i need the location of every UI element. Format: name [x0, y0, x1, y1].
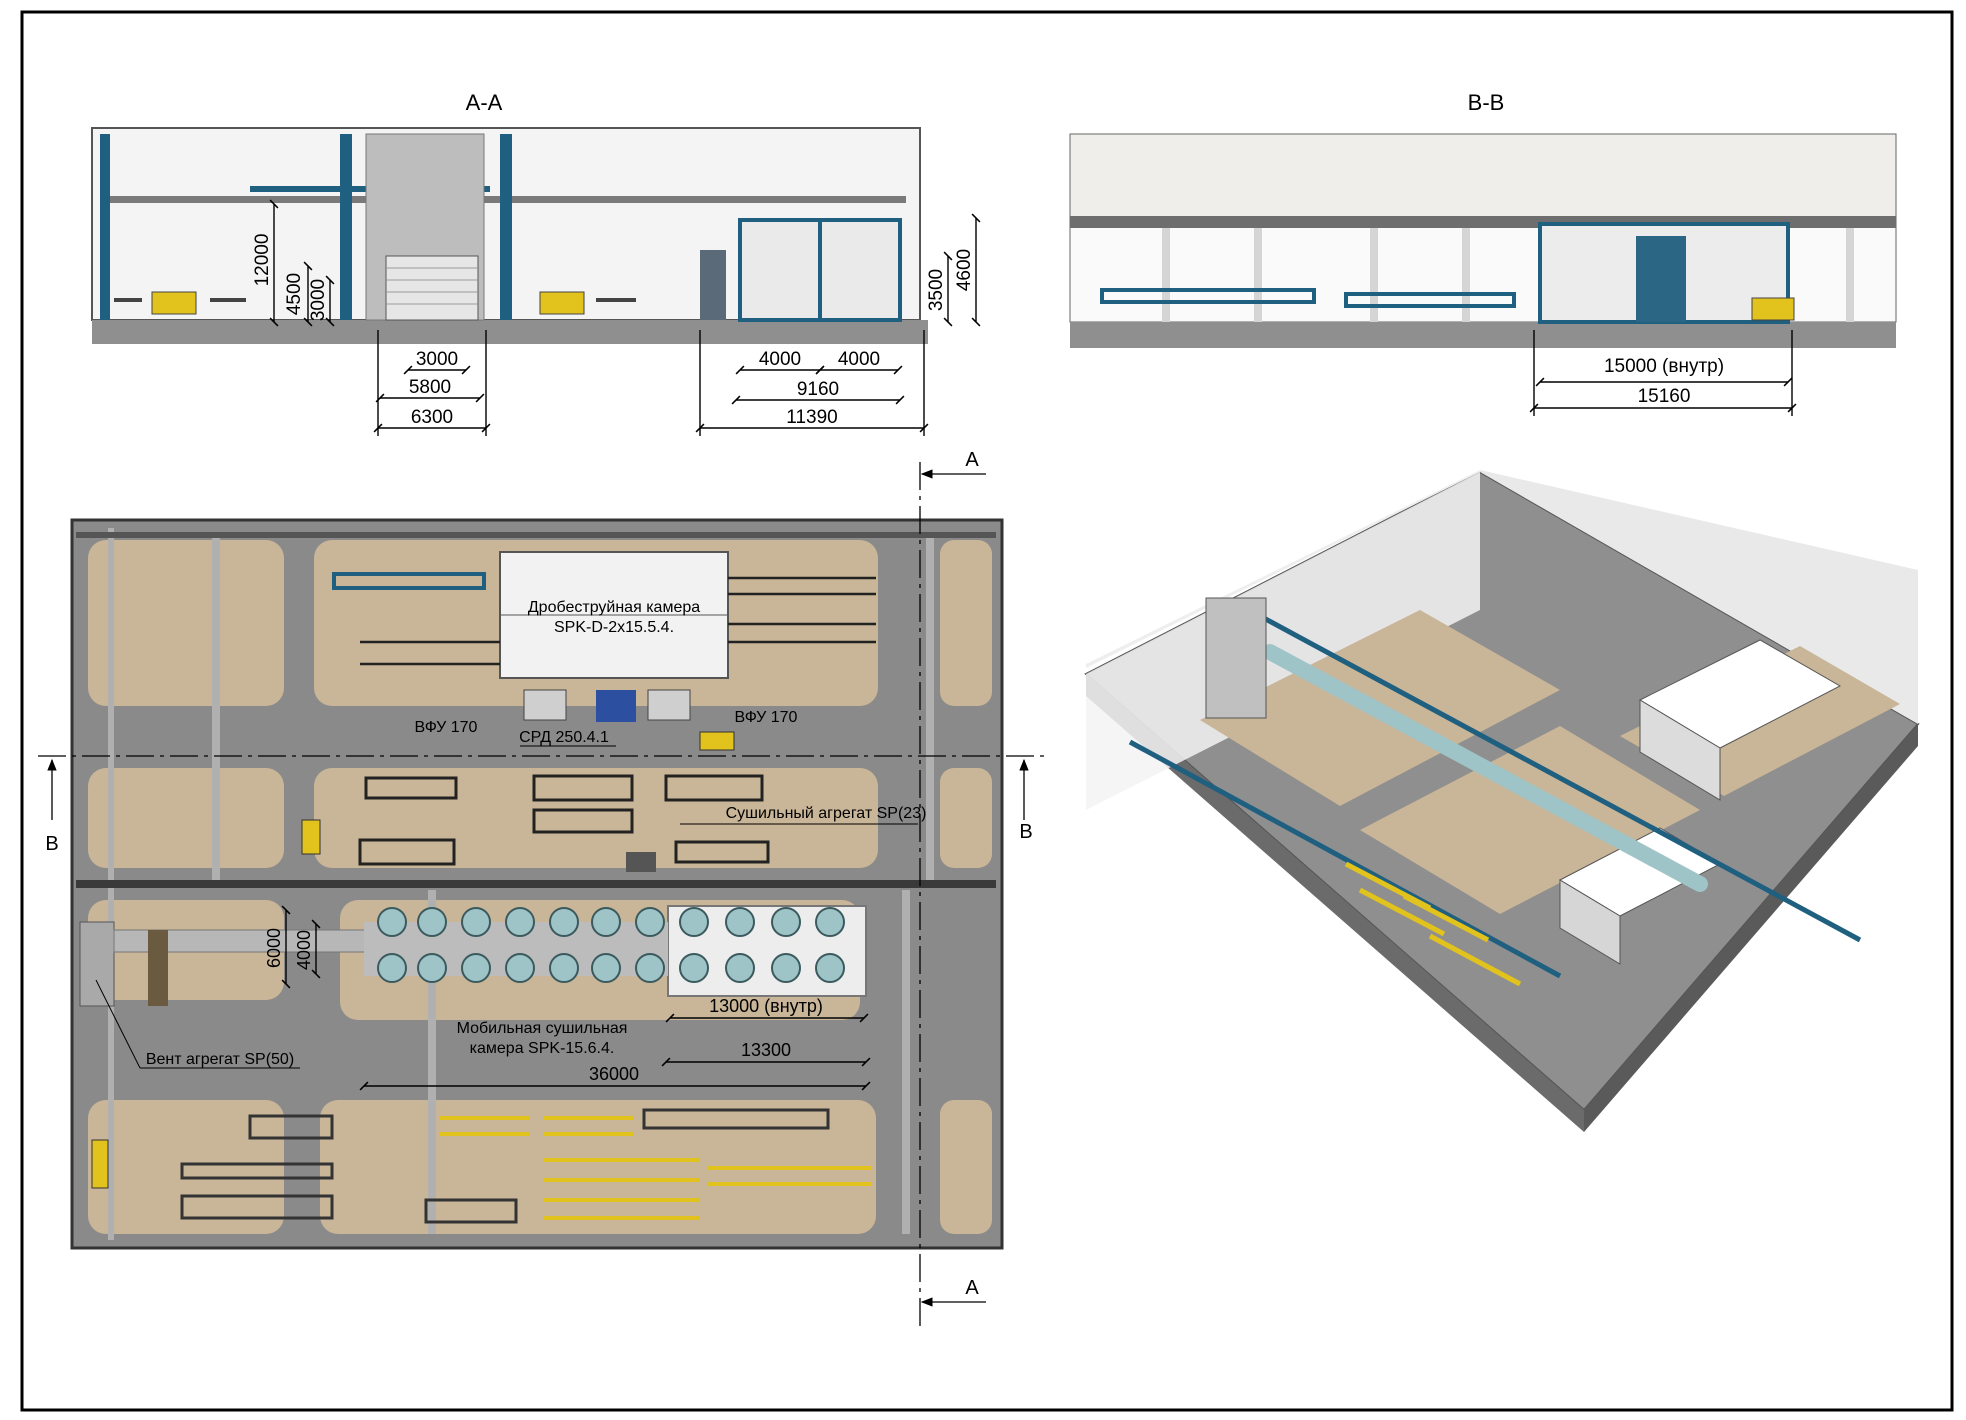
vent-unit-label: Вент агрегат SP(50): [146, 1051, 294, 1068]
dim-6300: 6300: [411, 407, 453, 428]
dim-4000-a: 4000: [759, 349, 801, 370]
dust-collector: [1636, 236, 1686, 322]
vfu-unit: [647, 689, 691, 721]
vfu-left-label: ВФУ 170: [415, 719, 478, 736]
forklift: [1751, 297, 1795, 321]
iso-mobile-chamber-front: [1559, 879, 1621, 965]
truss: [1344, 292, 1516, 308]
cut-a-bottom: А: [965, 1277, 979, 1299]
dim-12000: 12000: [252, 234, 273, 287]
forklift: [301, 819, 321, 855]
blast-chamber-label-2: SPK-D-2x15.5.4.: [554, 619, 674, 636]
mobile-chamber-label-1: Мобильная сушильная: [457, 1020, 628, 1037]
section-aa-floor: [92, 320, 928, 344]
top-beam: [76, 532, 996, 538]
dim-4500: 4500: [284, 273, 305, 315]
srd-unit: [596, 690, 636, 722]
section-aa-title: А-А: [466, 90, 503, 115]
iso-slab-right: [1584, 724, 1918, 1132]
dust-collector: [700, 250, 726, 320]
truss: [1100, 288, 1316, 304]
booth: [818, 218, 902, 322]
booth: [738, 218, 822, 322]
plan-view: Дробеструйная камера SPK-D-2x15.5.4. ВФУ…: [38, 449, 1046, 1326]
table: [210, 298, 246, 302]
dim-3000: 3000: [416, 349, 458, 370]
rack: [332, 572, 486, 590]
dim-4000-b: 4000: [838, 349, 880, 370]
lower-racks: [180, 1108, 830, 1224]
dryer-unit: [626, 852, 656, 872]
wall-pilasters: [1162, 228, 1854, 322]
cut-b-right: В: [1019, 821, 1032, 843]
section-bb-ceiling: [1069, 133, 1897, 219]
dim-36000: 36000: [589, 1064, 639, 1084]
forklift: [539, 291, 585, 315]
iso-vent-tower: [1205, 597, 1267, 719]
table: [114, 298, 142, 302]
column: [100, 134, 110, 320]
dim-9160: 9160: [797, 379, 839, 400]
forklift: [699, 731, 735, 751]
vfu-right-label: ВФУ 170: [735, 709, 798, 726]
dim-6000: 6000: [264, 928, 284, 968]
dryer-unit-label: Сушильный агрегат SP(23): [726, 805, 927, 822]
racks: [358, 774, 770, 866]
isometric-view: [1084, 470, 1920, 1132]
section-bb-floor: [1070, 322, 1896, 348]
section-bb: В-В 15000 (внутр) 15160: [1069, 90, 1897, 416]
section-aa: А-А 12000 4: [91, 90, 981, 436]
iso-crane-rail: [1258, 613, 1862, 943]
dim-3000-v: 3000: [308, 279, 329, 321]
vent-unit: [79, 921, 115, 1007]
dim-15000: 15000 (внутр): [1604, 356, 1724, 377]
iso-beige-zone-2: [1360, 726, 1700, 914]
dryer-fans: [377, 907, 845, 983]
dim-4600: 4600: [954, 249, 975, 291]
iso-blast-booth-front: [1639, 699, 1721, 801]
column: [340, 134, 352, 320]
dim-11390: 11390: [786, 407, 837, 428]
hatched-block: [148, 930, 168, 1006]
mid-beam: [76, 880, 996, 888]
dim-13000: 13000 (внутр): [709, 996, 823, 1016]
forklift: [151, 291, 197, 315]
srd-label: СРД 250.4.1: [519, 729, 609, 746]
dim-4000-plan: 4000: [294, 930, 314, 970]
blast-door: [385, 255, 479, 321]
table: [596, 298, 636, 302]
cut-b-left: В: [45, 833, 58, 855]
section-bb-title: В-В: [1468, 90, 1505, 115]
yellow-racks: [440, 1116, 872, 1220]
cut-a-top: А: [965, 449, 979, 471]
mobile-chamber-label-2: камера SPK-15.6.4.: [470, 1040, 615, 1057]
dim-13300: 13300: [741, 1040, 791, 1060]
iso-wall-back-left: [1086, 472, 1480, 810]
column: [500, 134, 512, 320]
iso-yellow-racks: [1344, 861, 1522, 987]
iso-wall-left: [1086, 470, 1480, 674]
iso-duct: [1262, 644, 1708, 892]
vfu-unit: [523, 689, 567, 721]
forklift: [91, 1139, 109, 1189]
dim-3500: 3500: [926, 269, 947, 311]
dim-5800: 5800: [409, 377, 451, 398]
blast-chamber-label-1: Дробеструйная камера: [528, 599, 700, 616]
dim-15160: 15160: [1638, 386, 1691, 407]
iso-crane-rail: [1128, 739, 1562, 979]
